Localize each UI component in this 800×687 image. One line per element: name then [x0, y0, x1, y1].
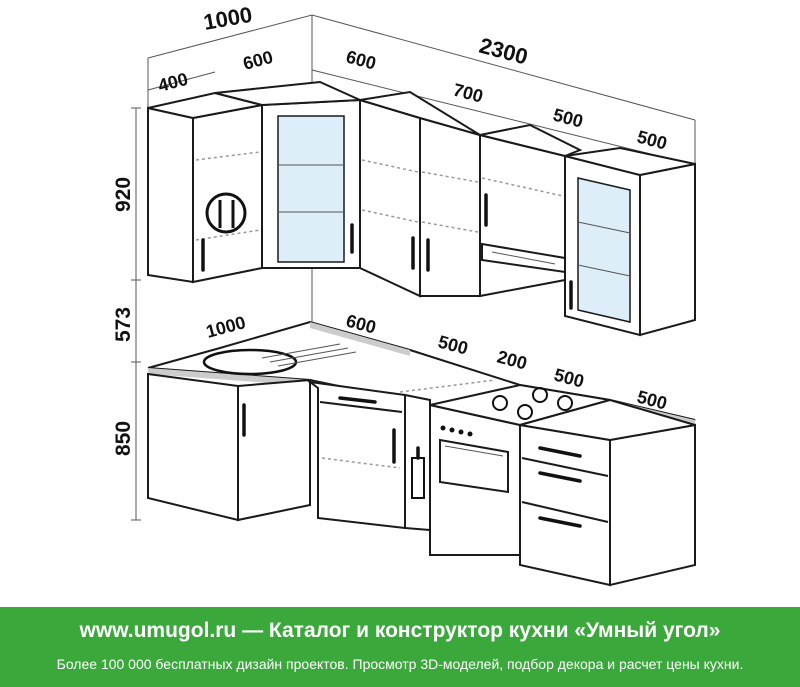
footer-title[interactable]: www.umugol.ru — Каталог и конструктор ку…: [79, 619, 721, 642]
base-cabinet-600: [306, 380, 406, 530]
sink: [202, 348, 298, 376]
upper-cabinet-left: [147, 91, 263, 284]
dim-top-segment-2: 600: [241, 47, 275, 74]
upper-cabinet-glass-right: [564, 146, 696, 337]
oven-door: [439, 438, 509, 494]
dim-base-segment-5: 500: [552, 365, 586, 392]
dim-top-total-right: 2300: [477, 33, 531, 70]
dim-top-segment-5: 500: [551, 105, 585, 132]
dim-top-segment-4: 700: [451, 80, 485, 107]
dim-top-total-left: 1000: [202, 2, 255, 35]
dim-top-segment-3: 600: [344, 47, 378, 74]
base-cabinet-sink: [147, 372, 311, 522]
upper-cabinet-600: [359, 90, 481, 298]
dim-height-upper: 920: [112, 177, 135, 212]
burner-icon: [517, 404, 533, 420]
burner-icon: [492, 395, 508, 411]
base-cabinet-bottle: [404, 393, 431, 532]
dim-top-segment-1: 400: [156, 69, 190, 96]
stove: [429, 383, 611, 556]
burner-icon: [532, 387, 548, 403]
base-cabinet-drawers: [519, 398, 696, 587]
plate-icon: [205, 192, 247, 234]
footer-banner: www.umugol.ru — Каталог и конструктор ку…: [0, 607, 800, 687]
dimension-labels: 1000 2300 400 600 600 700 500 500 920 57…: [112, 2, 669, 456]
dim-top-segment-6: 500: [635, 127, 669, 154]
dim-height-base: 850: [112, 421, 135, 456]
dim-height-gap: 573: [112, 307, 135, 342]
dim-base-segment-1: 1000: [204, 312, 248, 342]
bottle-icon: [411, 457, 425, 499]
kitchen-drawing: 1000 2300 400 600 600 700 500 500 920 57…: [112, 2, 696, 587]
dim-base-segment-3: 500: [436, 332, 470, 359]
burner-icon: [557, 395, 573, 411]
dim-base-segment-4: 200: [495, 347, 529, 374]
footer-subtitle: Более 100 000 бесплатных дизайн проектов…: [56, 656, 744, 672]
upper-cabinet-glass-corner: [214, 80, 361, 269]
